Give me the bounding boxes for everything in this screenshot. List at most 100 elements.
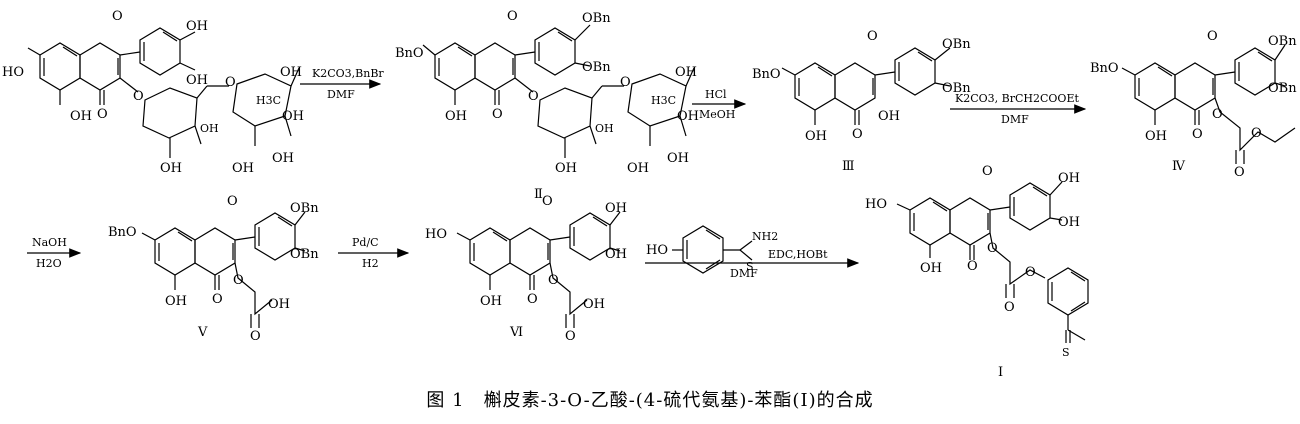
compound-VI (456, 211, 621, 328)
label-obn: OBn (290, 247, 319, 262)
label-oh: OH (445, 109, 467, 124)
figure-caption: 图 1 槲皮素-3-O-乙酸-(4-硫代氨基)-苯酯(Ⅰ)的合成 (426, 390, 874, 411)
label-o: O (212, 292, 223, 307)
label-obn: OBn (942, 81, 971, 96)
label-bno: BnO (108, 225, 137, 240)
label-obn: OBn (290, 201, 319, 216)
label-ho: HO (865, 197, 887, 212)
label-ch3: H3C (256, 94, 281, 107)
label-oh: OH (677, 109, 699, 124)
label-o: O (527, 292, 538, 307)
label-oh: OH (282, 109, 304, 124)
reagent-step6-top: EDC,HOBt (768, 248, 828, 261)
label-o: O (1251, 126, 1262, 141)
label-o: O (492, 107, 503, 122)
label-ring-o: O (1207, 29, 1218, 44)
label-oh: OH (595, 122, 614, 135)
label-o: O (565, 329, 576, 344)
label-oh: OH (1058, 171, 1080, 186)
label-o: O (1004, 300, 1015, 315)
reagent-step6-bottom: DMF (730, 267, 758, 280)
compound-II (422, 24, 695, 159)
label-oh: OH (878, 109, 900, 124)
label-oh: OH (920, 261, 942, 276)
label-oh: OH (200, 122, 219, 135)
label-oh: OH (583, 297, 605, 312)
label-oh: OH (268, 297, 290, 312)
compound-IV (1121, 44, 1296, 164)
label-s: S (1062, 346, 1070, 359)
reagent-step5-bottom: H2 (362, 257, 379, 270)
label-obn: OBn (1268, 81, 1297, 96)
label-oh: OH (272, 151, 294, 166)
label-oh: OH (627, 161, 649, 176)
starting-material-rutin (27, 27, 300, 159)
reagent-step5-top: Pd/C (352, 236, 379, 249)
label-oh: OH (165, 294, 187, 309)
compound-label-V: Ⅴ (197, 325, 208, 340)
label-o: O (1234, 165, 1245, 180)
reagent-step4-top: NaOH (32, 236, 67, 249)
label-obn: OBn (942, 37, 971, 52)
label-oh: OH (605, 201, 627, 216)
label-oh: OH (160, 161, 182, 176)
compound-V (141, 211, 306, 328)
label-obn: OBn (582, 60, 611, 75)
label-ring-o: O (542, 194, 553, 209)
thioamide-reagent (672, 225, 753, 274)
compound-label-I: Ⅰ (998, 365, 1003, 380)
label-ch3: H3C (651, 94, 676, 107)
label-ring-o: O (982, 164, 993, 179)
label-oh: OH (555, 161, 577, 176)
label-bno: BnO (395, 46, 424, 61)
label-s: S (746, 260, 754, 273)
label-ring-o: O (507, 9, 518, 24)
label-oh: OH (70, 109, 92, 124)
reagent-step1-top: K2CO3,BnBr (312, 67, 384, 80)
label-oh: OH (1145, 129, 1167, 144)
label-oh: OH (675, 65, 697, 80)
label-nh2: NH2 (752, 230, 778, 243)
product-I (896, 181, 1089, 343)
label-bno: BnO (1090, 61, 1119, 76)
reagent-step2-top: HCl (705, 88, 727, 101)
label-oh: OH (280, 65, 302, 80)
label-o: O (987, 241, 998, 256)
label-oh: OH (605, 247, 627, 262)
reagent-step4-bottom: H2O (36, 257, 62, 270)
label-o: O (1192, 127, 1203, 142)
reagent-step3-top: K2CO3, BrCH2COOEt (955, 92, 1079, 105)
label-bno: BnO (752, 67, 781, 82)
label-o: O (250, 329, 261, 344)
label-ho: HO (425, 227, 447, 242)
label-oh: OH (480, 294, 502, 309)
label-ho: HO (2, 65, 24, 80)
label-o: O (233, 273, 244, 288)
label-o: O (620, 75, 631, 90)
reagent-step3-bottom: DMF (1001, 113, 1029, 126)
compound-label-IV: Ⅳ (1172, 159, 1186, 174)
label-o: O (528, 89, 539, 104)
label-oh: OH (805, 129, 827, 144)
label-oh: OH (667, 151, 689, 166)
label-oh: OH (1058, 215, 1080, 230)
reagent-step1-bottom: DMF (327, 88, 355, 101)
label-oh: OH (186, 73, 208, 88)
label-o: O (548, 273, 559, 288)
label-o: O (1212, 107, 1223, 122)
reagent-step2-bottom: MeOH (699, 108, 735, 121)
compound-III (781, 47, 951, 126)
label-ring-o: O (227, 194, 238, 209)
label-o: O (97, 107, 108, 122)
label-o: O (225, 75, 236, 90)
label-o: O (967, 259, 978, 274)
compound-label-II: Ⅱ (534, 187, 543, 202)
label-obn: OBn (1268, 34, 1297, 49)
label-o: O (1025, 265, 1036, 280)
label-oh: OH (232, 161, 254, 176)
synthesis-scheme: HO O OH OH OH O O O H3C OH OH OH OH OH O… (2, 9, 1297, 380)
label-oh: OH (186, 19, 208, 34)
label-ring-o: O (112, 9, 123, 24)
label-o: O (852, 127, 863, 142)
label-obn: OBn (582, 11, 611, 26)
